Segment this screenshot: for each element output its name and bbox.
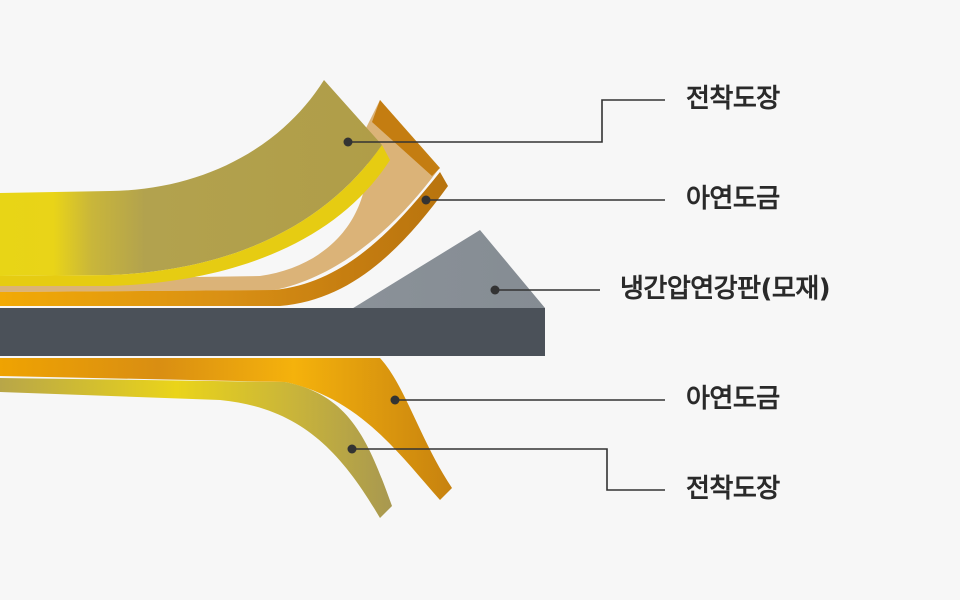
pointer-dot-top-zinc <box>421 195 431 205</box>
steel-front-face <box>0 308 545 356</box>
label-top-coating: 전착도장 <box>686 84 780 114</box>
label-base-steel: 냉간압연강판(모재) <box>620 274 831 304</box>
pointer-dot-bottom-coating <box>347 444 357 454</box>
pointer-dot-top-coating <box>343 137 353 147</box>
top-zinc-layer <box>0 172 448 306</box>
top-coating-edge <box>0 145 390 286</box>
top-zinc-face <box>0 100 438 292</box>
bottom-zinc-layer <box>0 358 452 500</box>
leader-line-bottom-coating <box>352 448 665 491</box>
label-bottom-coating: 전착도장 <box>686 474 780 504</box>
leader-line-top-coating <box>348 99 665 143</box>
pointer-dot-base-steel <box>490 285 500 295</box>
label-bottom-zinc: 아연도금 <box>686 384 780 414</box>
label-top-zinc: 아연도금 <box>686 184 780 214</box>
steel-top-face <box>0 230 545 310</box>
bottom-coating-layer <box>0 378 392 518</box>
pointer-dot-bottom-zinc <box>390 395 400 405</box>
top-coating-layer <box>0 80 382 276</box>
